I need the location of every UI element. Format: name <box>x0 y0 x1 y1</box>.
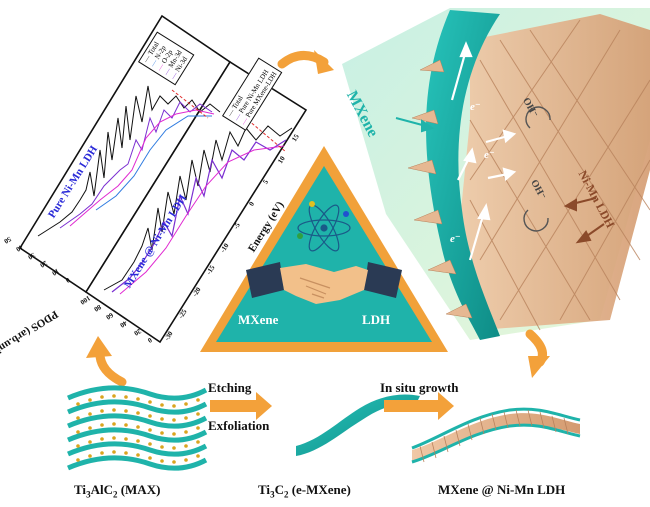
handshake-icon <box>246 262 402 304</box>
emx-label-sub1: 3 <box>270 489 275 500</box>
max-phase-label: Ti3AlC2 (MAX) <box>74 482 160 500</box>
central-triangle <box>200 146 448 352</box>
pdos-plot-panel <box>18 14 308 344</box>
triangle-ldh-label: LDH <box>362 312 391 327</box>
cycle-arrows <box>86 50 550 387</box>
pdos-lower-purple-line <box>111 139 287 293</box>
process-arrow-1 <box>210 392 272 420</box>
ldh-pointer-arrows <box>563 197 605 244</box>
e-mxene-label: Ti3C2 (e-MXene) <box>258 482 351 500</box>
pdos-upper-n-line <box>95 115 212 211</box>
emx-label-pre: Ti <box>258 482 271 497</box>
mxene-pointer-arrow <box>395 117 435 133</box>
triangle-mxene-label: MXene <box>238 312 279 327</box>
pdos-upper-mn-line <box>59 101 213 229</box>
electron-label-3: e⁻ <box>450 233 461 245</box>
triangle-inner <box>216 166 432 342</box>
emx-label-post: (e-MXene) <box>288 482 351 497</box>
emx-label-mid: C <box>274 482 284 497</box>
step-exfoliation-label: Exfoliation <box>208 418 270 433</box>
step-etching-label: Etching <box>208 380 252 395</box>
pdos-lower-fermi-line <box>247 119 287 153</box>
atom-icon <box>297 201 351 252</box>
composite-label: MXene @ Ni-Mn LDH <box>438 482 566 497</box>
emx-label-sub2: 2 <box>283 489 289 500</box>
pdos-upper-o-line <box>69 109 215 227</box>
max-label-sub2: 2 <box>112 489 118 500</box>
max-label-post: (MAX) <box>117 482 161 497</box>
electron-arrows <box>450 41 517 261</box>
oh-circulation-arrows <box>523 106 551 232</box>
max-label-sub1: 3 <box>86 489 91 500</box>
e-mxene-sheet <box>296 394 420 456</box>
process-arrow-2 <box>384 392 454 420</box>
pdos-lower-pink-line <box>119 145 285 295</box>
composite-sheet <box>411 407 581 464</box>
electron-label-1: e⁻ <box>470 101 481 113</box>
pdos-upper-fermi-line <box>171 89 209 119</box>
max-label-pre: Ti <box>74 482 87 497</box>
ldh-lattice-region <box>460 14 650 330</box>
max-phase-stack <box>67 385 208 471</box>
mxene-spikes <box>407 59 473 319</box>
mxene-sheet <box>426 10 500 340</box>
step-in-situ-growth-label: In situ growth <box>380 380 459 395</box>
mxene-ldh-structure-panel <box>342 8 650 340</box>
max-label-mid: AlC <box>90 482 113 497</box>
electron-label-2: e⁻ <box>484 149 495 161</box>
pdos-lower-frame <box>84 60 308 344</box>
process-row <box>67 385 581 471</box>
